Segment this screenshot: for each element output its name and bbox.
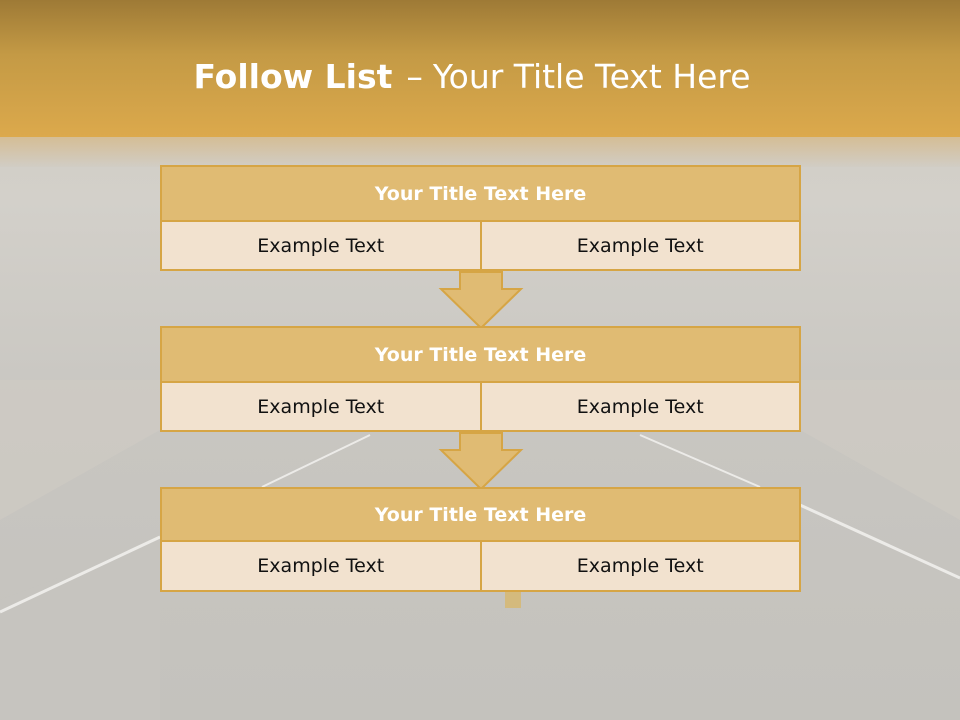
slide-title-bold: Follow List bbox=[193, 57, 393, 96]
block-row: Example Text Example Text bbox=[160, 383, 801, 432]
slide-title-dash: – bbox=[406, 57, 423, 96]
down-arrow-icon bbox=[438, 271, 524, 329]
list-block-2: Your Title Text Here Example Text Exampl… bbox=[160, 326, 801, 432]
slide-title: Follow List–Your Title Text Here bbox=[0, 55, 944, 99]
title-band bbox=[0, 0, 960, 137]
block-row: Example Text Example Text bbox=[160, 542, 801, 592]
block-cell-right: Example Text bbox=[481, 222, 801, 271]
block-cell-right: Example Text bbox=[481, 383, 801, 432]
block-cell-left: Example Text bbox=[160, 222, 482, 271]
block-cell-left: Example Text bbox=[160, 542, 482, 592]
block-title: Your Title Text Here bbox=[160, 326, 801, 383]
slide-title-rest: Your Title Text Here bbox=[432, 57, 751, 96]
block-cell-left: Example Text bbox=[160, 383, 482, 432]
horizon-haze bbox=[0, 137, 960, 167]
block-title: Your Title Text Here bbox=[160, 165, 801, 222]
down-arrow-icon bbox=[438, 432, 524, 490]
block-title: Your Title Text Here bbox=[160, 487, 801, 542]
block-row: Example Text Example Text bbox=[160, 222, 801, 271]
list-block-3: Your Title Text Here Example Text Exampl… bbox=[160, 487, 801, 592]
block-cell-right: Example Text bbox=[481, 542, 801, 592]
list-block-1: Your Title Text Here Example Text Exampl… bbox=[160, 165, 801, 271]
